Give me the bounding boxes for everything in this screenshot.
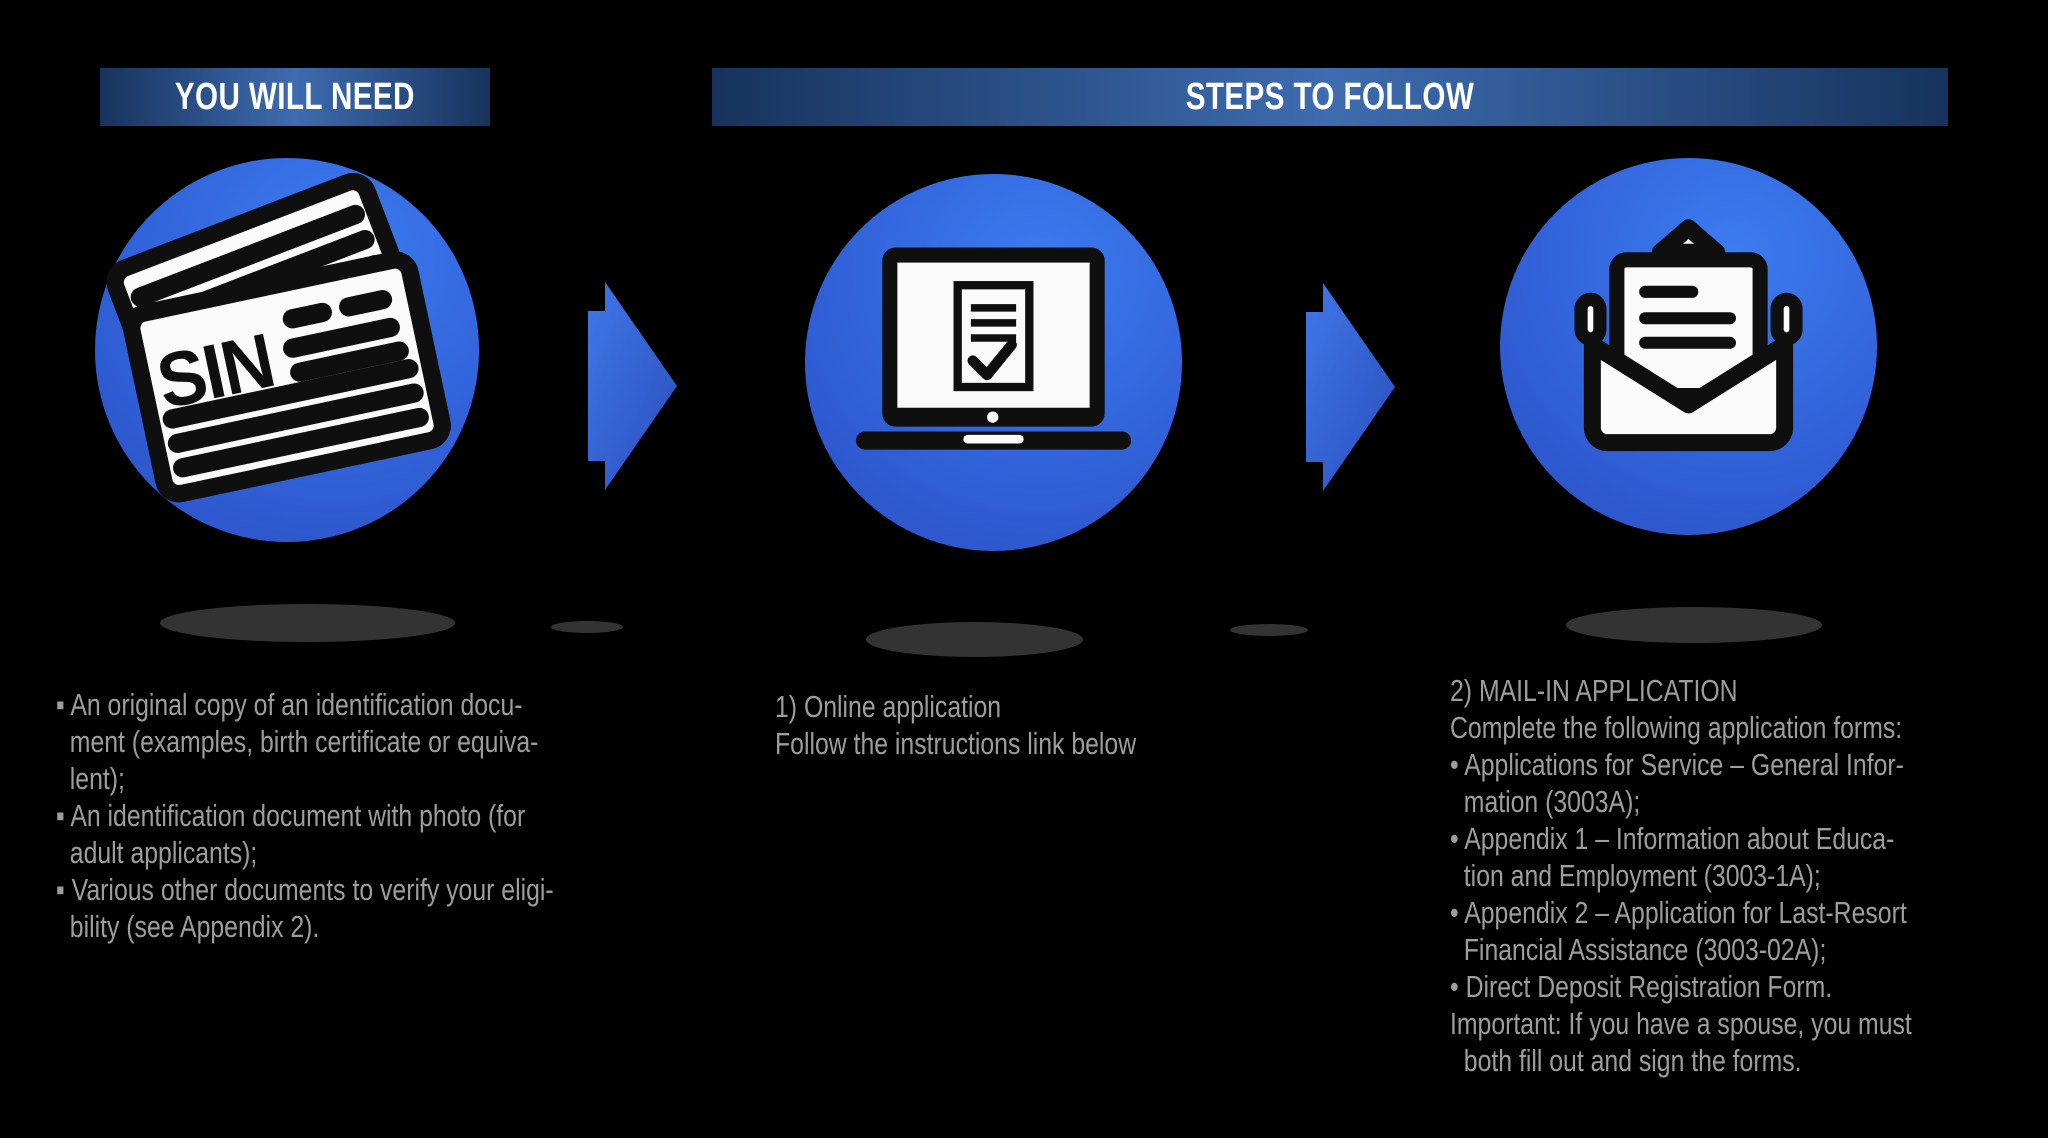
mail-in-application-list: 2) MAIL-IN APPLICATION Complete the foll… [1450,673,1912,1078]
steps-to-follow-label: STEPS TO FOLLOW [1185,75,1475,118]
document-check-icon [953,281,1034,392]
hinge-dot [987,411,999,423]
sin-card: SIN [123,251,451,503]
open-envelope-icon [1574,219,1803,452]
shadow-ellipse [551,621,623,633]
shadow-ellipse [160,604,455,642]
mail-in-badge [1500,158,1877,535]
online-application-note: 1) Online application Follow the instruc… [775,689,1137,761]
envelope-right-tab [1770,292,1803,346]
arrow-right-icon [588,282,677,490]
shadow-ellipse [1566,607,1822,643]
steps-to-follow-banner: STEPS TO FOLLOW [712,68,1948,126]
envelope-left-tab [1574,292,1607,346]
you-will-need-label: YOU WILL NEED [174,75,415,118]
sin-documents-badge: SIN [95,158,479,542]
laptop-notch [963,434,1024,444]
online-application-badge [805,174,1182,551]
shadow-ellipse [1230,624,1308,636]
you-will-need-list: ▪ An original copy of an identification … [56,687,554,944]
envelope-body [1583,336,1794,452]
shadow-ellipse [866,622,1083,657]
sin-cards-icon: SIN [106,172,451,503]
laptop-icon [855,247,1132,450]
envelope-flap-peak [1651,219,1726,261]
you-will-need-banner: YOU WILL NEED [100,68,490,126]
arrow-right-icon [1306,283,1395,491]
